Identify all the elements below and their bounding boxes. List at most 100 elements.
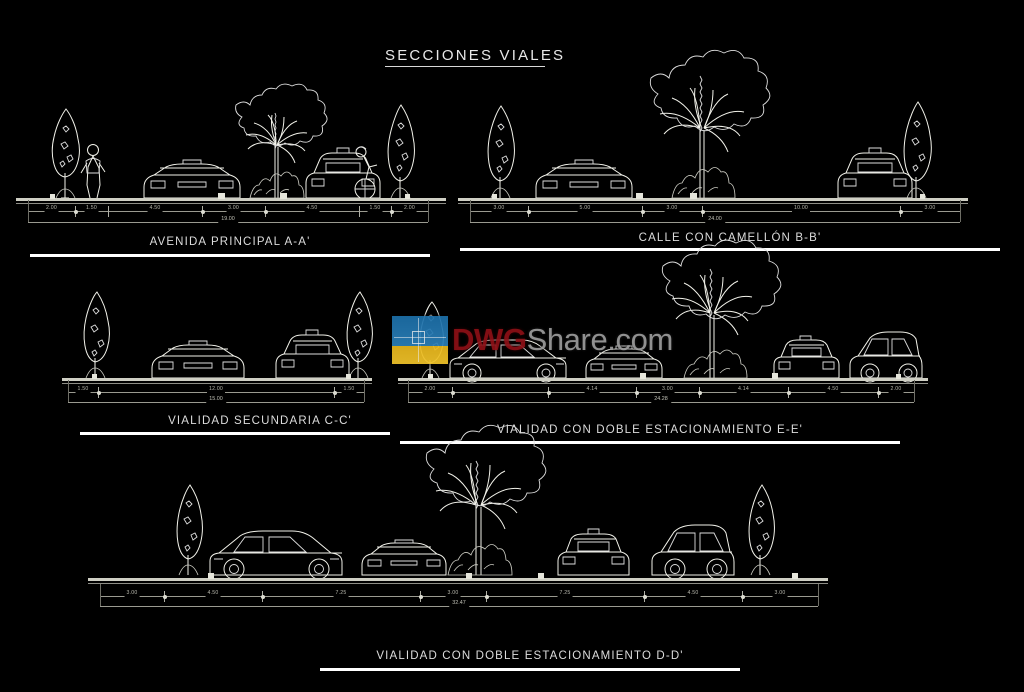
dim-segment: 4.50: [265, 204, 359, 219]
extension-line: [960, 200, 961, 222]
total-value: 24.28: [651, 395, 671, 404]
section-cc-artwork: [60, 290, 380, 388]
cypress-tree-icon: [177, 485, 202, 575]
dimension-line-cc: 1.50 12.00 1.50: [68, 385, 365, 400]
dim-value: 2.00: [44, 204, 59, 213]
curb-bb-4: [920, 194, 925, 199]
dim-value: 7.25: [557, 589, 573, 598]
dim-tick: [418, 591, 423, 602]
palm-tree-median-icon: [426, 425, 546, 575]
car-front-icon: [558, 529, 629, 575]
dim-tick: [73, 206, 78, 217]
curb-ee-1: [428, 374, 433, 379]
section-aa-artwork: [20, 95, 440, 210]
extension-line: [68, 380, 69, 402]
dim-segment: 4.14: [548, 385, 636, 400]
dim-value: 3.00: [660, 385, 675, 394]
ground-line-cc: [62, 378, 372, 381]
dim-value: 4.50: [825, 385, 841, 394]
dim-tick: [450, 387, 455, 398]
dim-segment: 5.00: [528, 204, 642, 219]
dim-segment: 4.50: [644, 589, 742, 604]
dim-value: 10.00: [792, 204, 810, 213]
curb-aa-1: [50, 194, 55, 199]
section-rule-dd: [320, 668, 740, 671]
section-label-aa: AVENIDA PRINCIPAL A-A': [30, 236, 430, 248]
cypress-tree-icon: [52, 109, 79, 198]
ground-line-cc-lower: [62, 383, 372, 384]
extension-line: [100, 584, 101, 606]
dimension-line-ee: 2.00 4.14 3.00 4.14 4.50 2.00: [408, 385, 915, 400]
dim-segment: 2.00: [391, 204, 428, 219]
curb-bb-3: [690, 193, 697, 199]
dim-value: 3.00: [124, 589, 140, 598]
total-value: 19.00: [218, 215, 238, 224]
dimension-axis: [470, 211, 960, 212]
dim-segment: 3.00: [642, 204, 702, 219]
curb-bb-2: [636, 193, 643, 199]
total-dimension-aa: 19.00: [28, 215, 428, 228]
dim-segment: 2.00: [408, 385, 452, 400]
car-front-icon: [152, 341, 244, 378]
car-front-icon: [774, 336, 839, 378]
car-front-icon: [586, 346, 662, 378]
curb-aa-3: [280, 193, 287, 199]
curb-aa-4: [405, 194, 410, 199]
section-label-text: VIALIDAD CON DOBLE ESTACIONAMIENTO D-D': [376, 650, 684, 662]
section-label-bb: CALLE CON CAMELLÓN B-B': [460, 232, 1000, 244]
section-rule-cc: [80, 432, 390, 435]
section-dd-artwork: [160, 455, 780, 583]
curb-cc-1: [92, 374, 97, 379]
dim-value: 12.00: [207, 385, 225, 394]
dim-tick: [359, 206, 360, 217]
dimension-line-bb: 3.00 5.00 3.00 10.00 3.00: [470, 204, 961, 219]
ground-line-dd: [88, 578, 828, 581]
car-front-icon: [536, 160, 632, 198]
cypress-tree-icon: [84, 292, 109, 378]
section-label-ee: VIALIDAD CON DOBLE ESTACIONAMIENTO E-E': [400, 424, 900, 436]
car-front-icon: [144, 160, 240, 198]
sedan-side-icon: [210, 531, 342, 579]
dim-segment: 7.25: [262, 589, 420, 604]
dim-segment: 2.00: [878, 385, 914, 400]
curb-dd-1: [208, 573, 214, 579]
dim-tick: [200, 206, 205, 217]
dimension-line-aa: 2.00 1.50 4.50 3.00 4.50 1.50 2.00: [28, 204, 429, 219]
dim-tick: [162, 591, 167, 602]
palm-tree-median-icon: [662, 240, 781, 378]
total-value: 32.47: [449, 599, 469, 608]
dim-value: 3.00: [491, 204, 507, 213]
dim-tick: [108, 206, 109, 217]
dim-segment: 3.00: [900, 204, 960, 219]
hatchback-side-icon: [850, 332, 922, 382]
dim-value: 1.50: [84, 204, 99, 213]
curb-dd-3: [538, 573, 544, 579]
dim-segment: 4.50: [108, 204, 202, 219]
drawing-title-text: SECCIONES VIALES: [385, 47, 566, 64]
cypress-tree-icon: [347, 292, 372, 378]
dim-segment: 4.50: [788, 385, 878, 400]
section-bb-artwork: [460, 70, 960, 210]
dim-segment: 4.50: [164, 589, 262, 604]
curb-dd-2: [466, 573, 472, 579]
section-label-text: AVENIDA PRINCIPAL A-A': [149, 236, 311, 248]
dim-segment: 7.25: [486, 589, 644, 604]
extension-line: [914, 380, 915, 402]
curb-dd-4: [792, 573, 798, 579]
ground-line-dd-lower: [88, 583, 828, 584]
extension-line: [28, 200, 29, 222]
dim-segment: 4.14: [699, 385, 788, 400]
dim-tick: [634, 387, 639, 398]
dim-segment: 1.50: [334, 385, 364, 400]
dim-value: 7.25: [333, 589, 349, 598]
dim-value: 1.50: [367, 204, 383, 213]
dim-tick: [740, 591, 745, 602]
palm-tree-median-icon: [650, 50, 770, 198]
curb-bb-1: [492, 194, 497, 199]
dim-tick: [389, 206, 394, 217]
cypress-tree-icon: [749, 485, 774, 575]
dim-segment: 1.50: [359, 204, 391, 219]
dim-value: 4.50: [685, 589, 701, 598]
total-value: 24.00: [705, 215, 725, 224]
section-label-cc: VIALIDAD SECUNDARIA C-C': [60, 415, 460, 427]
